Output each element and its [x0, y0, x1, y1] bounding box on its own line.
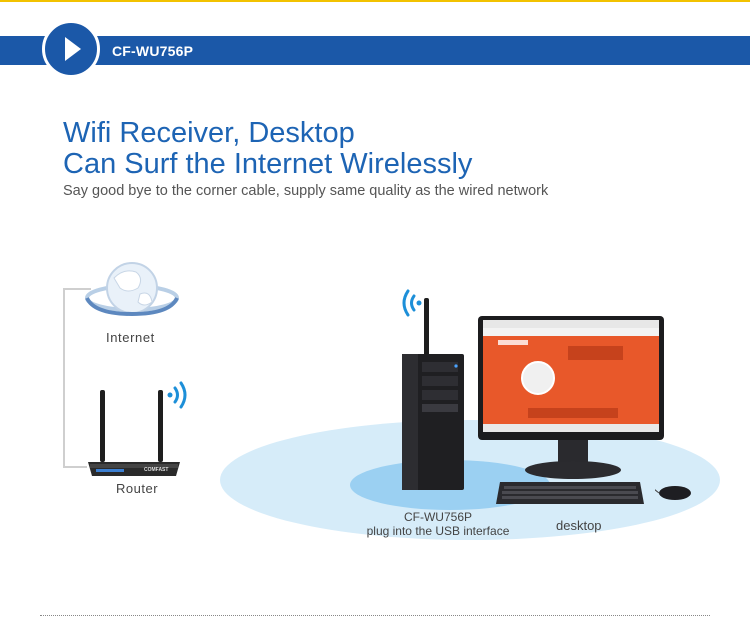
- header-banner: [0, 36, 750, 65]
- usb-adapter-label: CF-WU756P plug into the USB interface: [364, 510, 512, 538]
- footer-divider: [40, 615, 710, 616]
- globe-icon: [85, 262, 179, 317]
- connection-line: [63, 288, 91, 290]
- pc-tower-icon: [402, 298, 464, 490]
- headline: Wifi Receiver, Desktop Can Surf the Inte…: [63, 118, 472, 180]
- device-description: plug into the USB interface: [366, 524, 510, 538]
- mouse-icon: [655, 486, 691, 500]
- play-arrow-icon: [65, 37, 81, 61]
- wifi-signal-icon: [402, 289, 422, 317]
- subtitle: Say good bye to the corner cable, supply…: [63, 183, 549, 199]
- headline-line-1: Wifi Receiver, Desktop: [63, 117, 355, 149]
- router-brand: COMFAST: [144, 467, 169, 473]
- monitor-icon: [478, 316, 664, 479]
- router-icon: [88, 390, 180, 476]
- banner-title: CF-WU756P: [112, 43, 194, 59]
- router-label: Router: [116, 481, 159, 496]
- play-badge: [42, 20, 100, 78]
- device-model: CF-WU756P: [403, 510, 472, 524]
- wifi-signal-icon: [167, 381, 187, 409]
- connection-line: [63, 466, 87, 468]
- connection-line: [63, 288, 65, 468]
- top-accent-line: [0, 0, 750, 2]
- keyboard-icon: [496, 482, 644, 504]
- headline-line-2: Can Surf the Internet Wirelessly: [63, 148, 473, 180]
- desktop-label: desktop: [556, 518, 602, 533]
- internet-label: Internet: [106, 330, 155, 345]
